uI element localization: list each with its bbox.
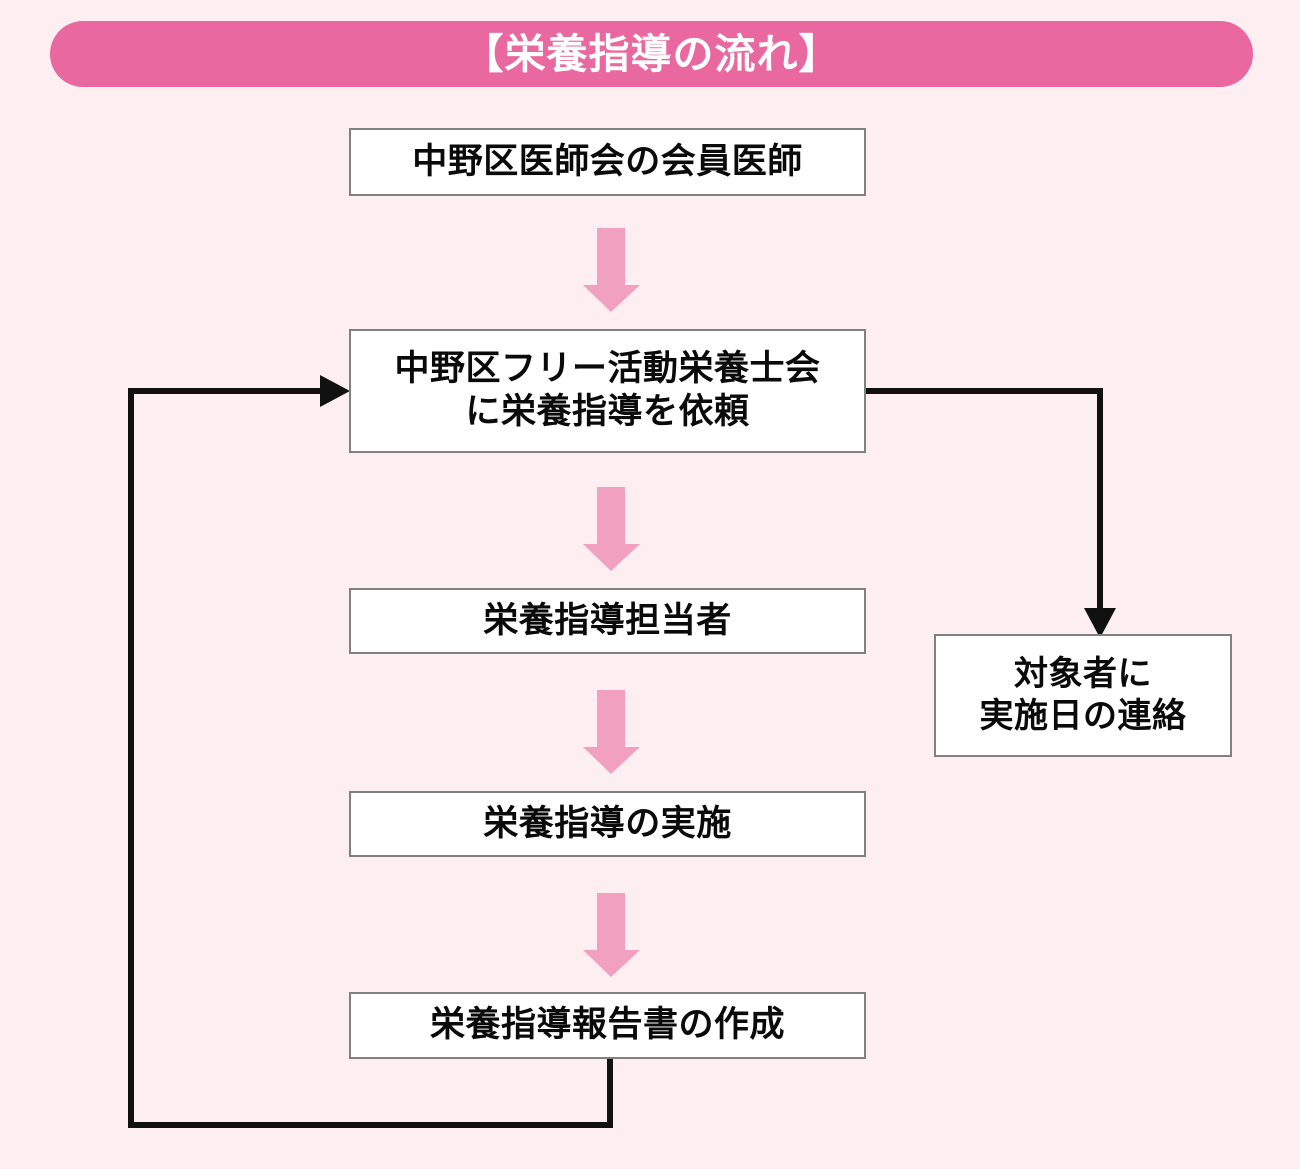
arrowhead-into-request [320, 375, 350, 407]
node-request-nutrition-guidance-label: 中野区フリー活動栄養士会 に栄養指導を依頼 [394, 349, 821, 431]
connector-request-to-notify [866, 388, 1103, 618]
pink-arrow-guidance-to-report [583, 893, 640, 977]
node-member-doctor[interactable]: 中野区医師会の会員医師 [349, 128, 866, 196]
node-create-report-label: 栄養指導報告書の作成 [429, 1005, 785, 1045]
pink-arrow-staff-to-guidance [583, 690, 640, 774]
node-notify-participant-label: 対象者に 実施日の連絡 [979, 655, 1187, 735]
node-guidance-staff-label: 栄養指導担当者 [483, 600, 732, 640]
node-notify-participant[interactable]: 対象者に 実施日の連絡 [934, 634, 1232, 757]
pink-arrow-doctor-to-request [583, 228, 640, 312]
node-request-nutrition-guidance[interactable]: 中野区フリー活動栄養士会 に栄養指導を依頼 [349, 329, 866, 453]
pink-arrow-request-to-staff [583, 487, 640, 571]
node-create-report[interactable]: 栄養指導報告書の作成 [349, 992, 866, 1059]
page-title: 【栄養指導の流れ】 [462, 30, 841, 77]
node-guidance-staff[interactable]: 栄養指導担当者 [349, 588, 866, 654]
page-title-banner: 【栄養指導の流れ】 [50, 21, 1253, 87]
node-member-doctor-label: 中野区医師会の会員医師 [412, 141, 803, 181]
node-implement-guidance[interactable]: 栄養指導の実施 [349, 791, 866, 857]
node-implement-guidance-label: 栄養指導の実施 [483, 803, 732, 843]
